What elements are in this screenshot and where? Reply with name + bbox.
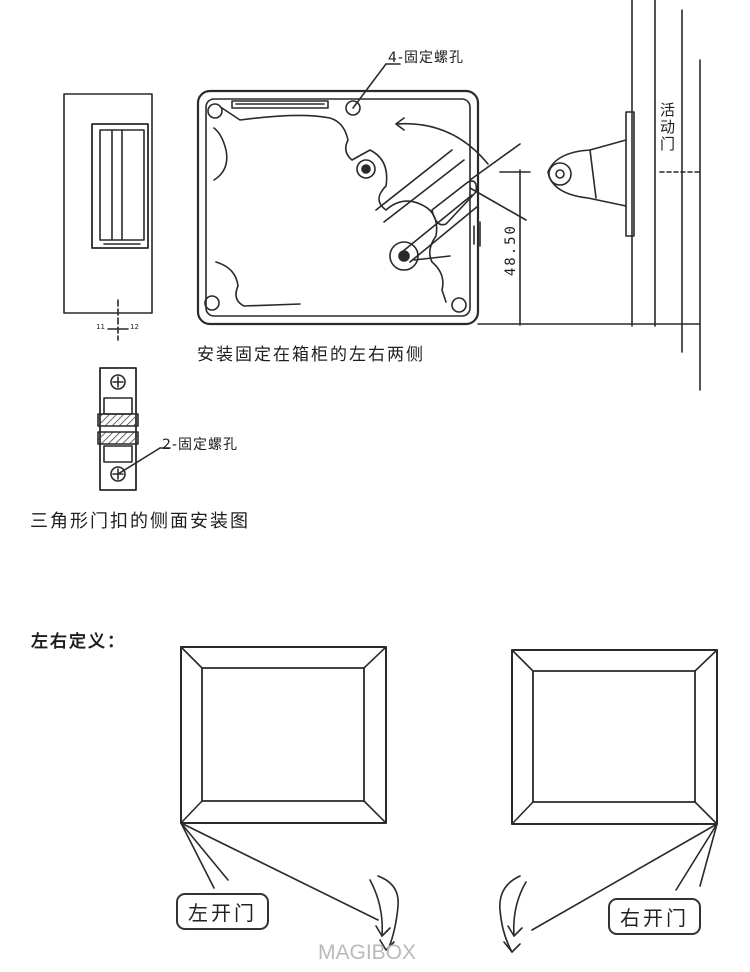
left-door-tag: 左开门 [176, 893, 269, 930]
tick-left-label: 11 [96, 323, 105, 331]
dimension-and-door [477, 0, 701, 391]
two-holes-label: 2-固定螺孔 [162, 437, 238, 453]
tick-right-label: 12 [130, 323, 139, 331]
lr-definition-label: 左右定义： [31, 632, 126, 652]
latch-front-view [63, 93, 153, 341]
mount-caption: 安装固定在箱柜的左右两侧 [197, 345, 425, 365]
right-door-tag: 右开门 [608, 898, 701, 935]
four-holes-label: 4-固定螺孔 [388, 50, 464, 66]
side-caption: 三角形门扣的侧面安装图 [30, 511, 250, 532]
bracket-side-view [97, 367, 171, 491]
lock-body-view [196, 63, 527, 326]
watermark: MAGIBOX [318, 941, 417, 964]
movable-door-label: 活动门 [658, 102, 676, 153]
dimension-label: 48.50 [503, 224, 519, 277]
left-door-diagram [180, 646, 399, 951]
right-door-diagram [499, 649, 718, 953]
